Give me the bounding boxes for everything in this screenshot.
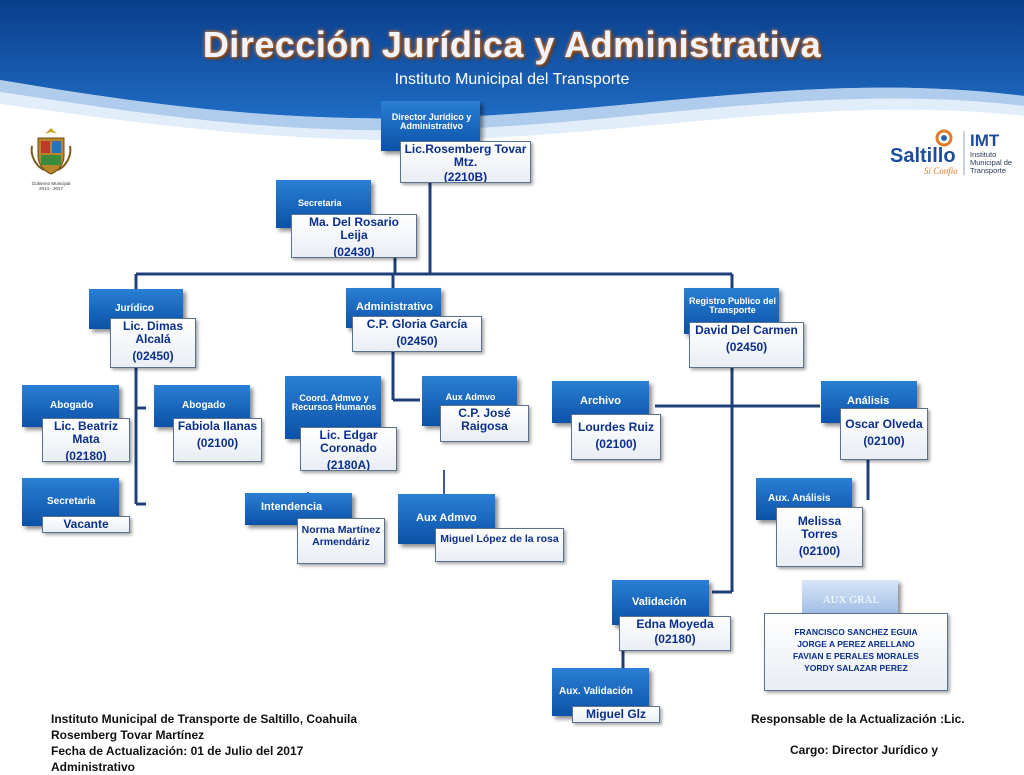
footer-left: Instituto Municipal de Transporte de Sal… [51,711,451,775]
footer-update-date: Fecha de Actualización: 01 de Julio del … [51,744,304,758]
director-code: (2210B) [443,170,488,183]
abogado1-card: Lic. Beatriz Mata (02180) [42,418,130,462]
svg-text:Saltillo: Saltillo [890,145,956,167]
abogado1-code: (02180) [65,449,107,462]
secretaria2-card: Vacante [42,516,130,533]
administrativo-code: (02450) [396,334,438,349]
juridico-name: Lic. Dimas Alcalá [122,319,184,347]
auxgral-member: JORGE A PEREZ ARELLANO [797,639,915,649]
auxvalidacion-card: Miguel Glz [572,706,660,723]
analisis-card: Oscar Olveda (02100) [840,408,928,460]
footer-institution: Instituto Municipal de Transporte de Sal… [51,712,358,726]
administrativo-name: C.P. Gloria García [366,317,468,331]
auxanalisis-code: (02100) [798,544,841,559]
juridico-code: (02450) [132,349,174,364]
auxadmvo1-name: C.P. José Raigosa [458,406,511,434]
director-card: Lic.Rosemberg Tovar Mtz. (2210B) [400,141,531,183]
secretaria-name: Ma. Del Rosario Leija [308,215,400,243]
archivo-name: Lourdes Ruiz [577,420,654,434]
auxadmvo2-card: Miguel López de la rosa [435,528,564,562]
svg-text:Municipal de: Municipal de [970,158,1012,167]
auxvalidacion-name: Miguel Glz [586,707,646,721]
auxanalisis-card: Melissa Torres (02100) [776,507,863,567]
validacion-name: Edna Moyeda [636,617,714,631]
coat-of-arms-icon [30,128,72,175]
page-title: Dirección Jurídica y Administrativa [202,24,822,65]
footer-responsible-name: Rosemberg Tovar Martínez [51,728,205,742]
coord-card: Lic. Edgar Coronado (2180A) [300,427,397,471]
auxgral-member: YORDY SALAZAR PEREZ [804,663,908,673]
archivo-code: (02100) [595,437,637,452]
secretaria-card: Ma. Del Rosario Leija (02430) [291,214,417,258]
analisis-code: (02100) [863,434,905,449]
registro-name: David Del Carmen [695,323,798,337]
auxadmvo1-card: C.P. José Raigosa [440,405,529,442]
municipal-coat-of-arms-logo: Gobierno Municipal 2014 - 2017 [26,126,76,191]
svg-text:IMT: IMT [970,131,1000,150]
page-subtitle: Instituto Municipal del Transporte [394,71,630,88]
svg-text:Sí Confío: Sí Confío [924,166,958,176]
coord-name: Lic. Edgar Coronado [319,428,378,456]
administrativo-card: C.P. Gloria García (02450) [352,316,482,352]
director-name: Lic.Rosemberg Tovar Mtz. [404,142,527,170]
secretaria2-name: Vacante [63,517,109,531]
auxgral-card: FRANCISCO SANCHEZ EGUIA JORGE A PEREZ AR… [764,613,948,691]
analisis-name: Oscar Olveda [845,417,923,431]
validacion-code: (02180) [654,632,696,647]
intendencia-card: Norma Martínez Armendáriz [297,518,385,564]
svg-text:Instituto: Instituto [970,150,996,159]
abogado2-code: (02100) [196,436,239,451]
archivo-card: Lourdes Ruiz (02100) [571,414,661,460]
coord-code: (2180A) [326,458,371,471]
saltillo-logo-icon: Saltillo Sí Confío IMT Instituto Municip… [890,129,1012,176]
auxgral-member: FAVIAN E PERALES MORALES [793,651,919,661]
footer-right-position: Cargo: Director Jurídico y [790,743,939,757]
auxgral-member: FRANCISCO SANCHEZ EGUIA [794,627,918,637]
header-banner [0,0,1024,140]
abogado2-card: Fabiola Ilanas (02100) [173,418,262,462]
validacion-card: Edna Moyeda (02180) [619,616,731,651]
registro-code: (02450) [725,340,768,355]
footer-right-responsible: Responsable de la Actualización :Lic. [751,712,965,726]
registro-card: David Del Carmen (02450) [689,322,804,368]
intendencia-name: Norma Martínez Armendáriz [301,524,381,548]
saltillo-imt-logo: Saltillo Sí Confío IMT Instituto Municip… [888,127,1020,179]
svg-text:Transporte: Transporte [970,166,1006,175]
abogado1-name: Lic. Beatriz Mata [53,419,119,447]
logo-caption: Gobierno Municipal 2014 - 2017 [31,181,71,191]
footer-position-cont: Administrativo [51,760,136,774]
secretaria-code: (02430) [333,245,375,258]
juridico-card: Lic. Dimas Alcalá (02450) [110,318,196,368]
auxanalisis-name: Melissa Torres [797,514,842,542]
abogado2-name: Fabiola Ilanas [177,419,258,433]
auxadmvo2-name: Miguel López de la rosa [440,533,559,545]
